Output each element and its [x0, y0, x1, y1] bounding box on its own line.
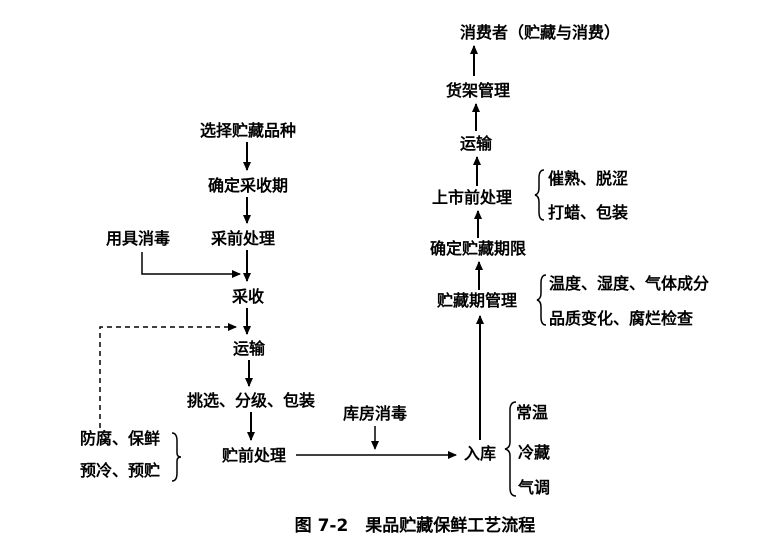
node-into-storage: 入库	[464, 444, 496, 463]
pre-storage-opt: 防腐、保鲜	[80, 429, 160, 448]
node-select-variety: 选择贮藏品种	[200, 121, 296, 140]
pre-market-item: 催熟、脱涩	[548, 169, 628, 188]
node-transport-left: 运输	[233, 339, 266, 358]
storage-type: 冷藏	[518, 443, 550, 462]
arrow	[141, 252, 241, 278]
node-storage-limit: 确定贮藏期限	[430, 239, 527, 258]
brace	[504, 401, 517, 497]
node-pre-storage: 贮前处理	[221, 446, 286, 465]
node-storage-mgmt: 贮藏期管理	[436, 291, 517, 310]
pre-storage-opt: 预冷、预贮	[80, 461, 160, 480]
node-warehouse-disinfect: 库房消毒	[343, 404, 407, 423]
storage-type: 常温	[516, 403, 548, 422]
storage-mgmt-item: 温度、湿度、气体成分	[548, 274, 709, 293]
node-sort-grade-pack: 挑选、分级、包装	[187, 391, 315, 410]
pre-market-item: 打蜡、包装	[548, 203, 628, 222]
brace	[536, 274, 547, 326]
storage-type: 气调	[517, 478, 550, 497]
brace	[171, 432, 182, 482]
node-harvest: 采收	[231, 287, 264, 306]
node-transport-right: 运输	[460, 134, 493, 153]
figure-caption: 图 7-2 果品贮藏保鲜工艺流程	[295, 515, 536, 536]
node-pre-harvest: 采前处理	[210, 229, 275, 248]
node-consumer: 消费者（贮藏与消费）	[460, 23, 620, 42]
brace	[534, 169, 545, 221]
dashed-arrow	[99, 323, 237, 428]
storage-mgmt-item: 品质变化、腐烂检查	[549, 309, 693, 328]
node-tool-disinfect: 用具消毒	[106, 229, 170, 248]
node-harvest-period: 确定采收期	[208, 176, 288, 195]
node-shelf-mgmt: 货架管理	[446, 81, 510, 100]
node-pre-market: 上市前处理	[432, 188, 512, 207]
